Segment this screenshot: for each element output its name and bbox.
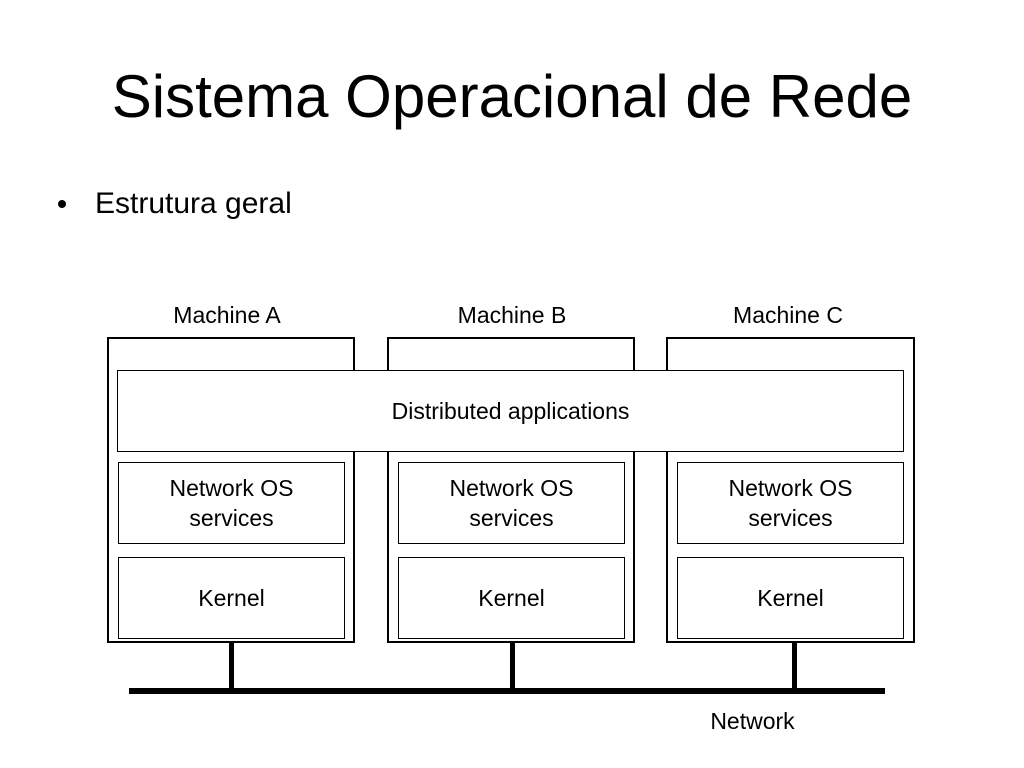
- machine-a-network-connector: [229, 643, 234, 691]
- distributed-applications-label: Distributed applications: [391, 397, 630, 424]
- machine-a-kernel-box: Kernel: [118, 557, 345, 639]
- machine-c-services-box: Network OS services: [677, 462, 904, 544]
- machine-a-label: Machine A: [173, 302, 281, 328]
- bullet-dot-icon: [58, 200, 66, 208]
- machine-b-network-connector: [510, 643, 515, 691]
- machine-c-services-label: Network OS services: [728, 475, 853, 531]
- machine-c-network-connector: [792, 643, 797, 691]
- machine-b-services-box: Network OS services: [398, 462, 625, 544]
- network-label: Network: [710, 708, 795, 734]
- machine-a-services-label: Network OS services: [169, 475, 294, 531]
- machine-c-kernel-box: Kernel: [677, 557, 904, 639]
- machine-c-kernel-label: Kernel: [757, 585, 824, 611]
- bullet-text: Estrutura geral: [95, 187, 292, 220]
- machine-b-kernel-box: Kernel: [398, 557, 625, 639]
- bullet-item: Estrutura geral: [58, 184, 292, 224]
- machine-b-services-label: Network OS services: [449, 475, 574, 531]
- machine-a-services-box: Network OS services: [118, 462, 345, 544]
- machine-a-kernel-label: Kernel: [198, 585, 265, 611]
- distributed-applications-layer: Distributed applications: [117, 370, 904, 452]
- machine-b-kernel-label: Kernel: [478, 585, 545, 611]
- slide-title: Sistema Operacional de Rede: [111, 63, 913, 130]
- machine-c-label: Machine C: [733, 302, 843, 328]
- network-bus-line: [129, 688, 885, 694]
- machine-b-label: Machine B: [457, 302, 567, 328]
